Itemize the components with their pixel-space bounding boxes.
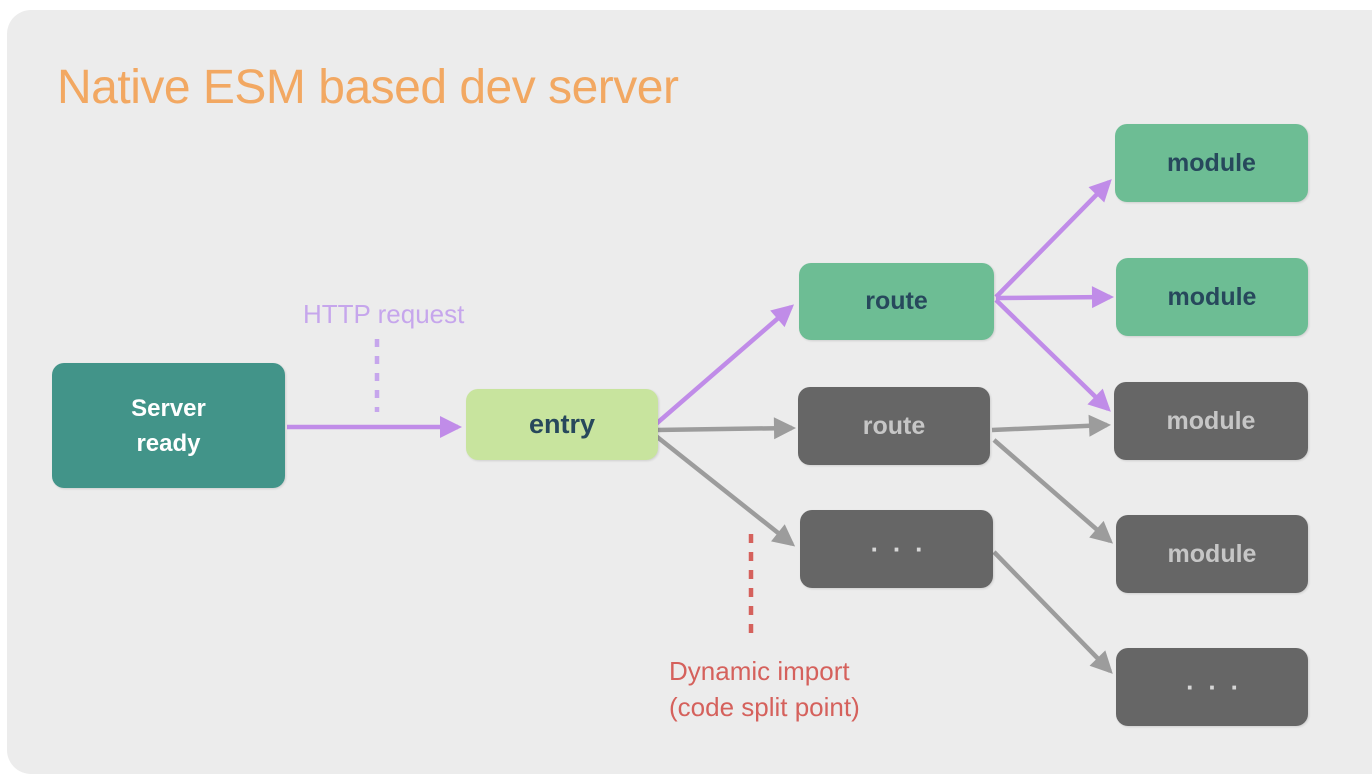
entry-label: entry xyxy=(528,409,596,439)
dots-mid-label: ... xyxy=(870,527,938,557)
dynamic-import-annotation: Dynamic import (code split point) xyxy=(669,653,860,725)
module-2-node: module xyxy=(1116,258,1308,336)
entry-node: entry xyxy=(466,389,658,460)
module-2-label: module xyxy=(1167,282,1257,311)
module-4-label: module xyxy=(1167,539,1257,568)
http-request-annotation: HTTP request xyxy=(303,299,465,329)
diagram-title: Native ESM based dev server xyxy=(57,61,679,114)
server-ready-node: Server ready xyxy=(52,363,285,488)
route-green-node: route xyxy=(799,263,994,340)
dynamic-import-line2: (code split point) xyxy=(669,692,860,722)
route-gray-node: route xyxy=(798,387,990,465)
module-4-node: module xyxy=(1116,515,1308,593)
dynamic-import-line1: Dynamic import xyxy=(669,656,850,686)
module-1-node: module xyxy=(1115,124,1308,202)
module-3-label: module xyxy=(1166,406,1256,435)
module-3-node: module xyxy=(1114,382,1308,460)
dots-mid-node: ... xyxy=(800,510,993,588)
route-gray-label: route xyxy=(862,411,926,440)
dots-right-node: ... xyxy=(1116,648,1308,726)
route-green-label: route xyxy=(865,287,928,315)
server-ready-label: Server ready xyxy=(131,394,206,457)
module-1-label: module xyxy=(1167,148,1256,177)
dots-right-label: ... xyxy=(1186,665,1253,695)
